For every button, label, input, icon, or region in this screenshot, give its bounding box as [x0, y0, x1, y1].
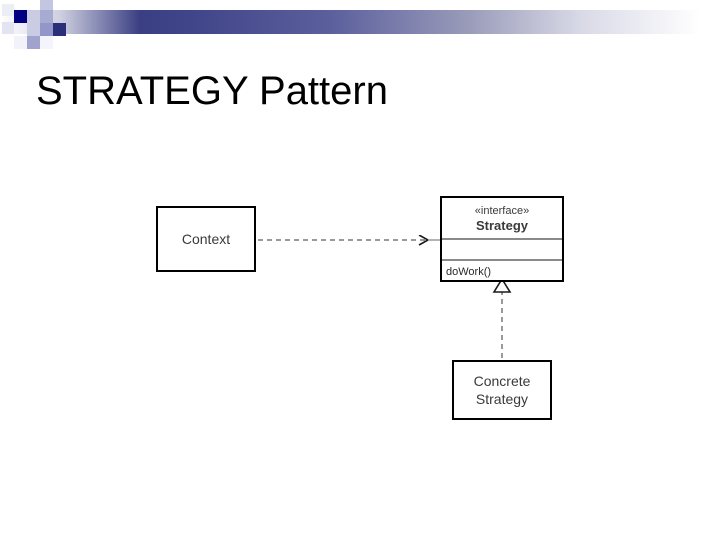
- square-mid-2: [27, 23, 40, 36]
- realization-concrete-to-strategy: [492, 277, 512, 358]
- concrete-strategy-label-line1: Concrete: [473, 373, 531, 389]
- header-gradient-bar: [0, 10, 720, 34]
- strategy-stereotype-label: «interface»: [474, 204, 530, 217]
- strategy-name-label: Strategy: [475, 217, 529, 233]
- concrete-strategy-label: Concrete Strategy: [454, 372, 550, 408]
- realization-hollow-triangle-icon: [492, 277, 512, 293]
- square-navy-1: [14, 10, 27, 23]
- strategy-header-compartment: «interface» Strategy: [442, 198, 562, 240]
- square-mid-3: [40, 23, 53, 36]
- strategy-attributes-compartment: [442, 240, 562, 261]
- square-mid-4: [27, 36, 40, 49]
- uml-node-concrete-strategy[interactable]: Concrete Strategy: [452, 360, 552, 420]
- square-pale-3: [14, 36, 27, 49]
- page-title: STRATEGY Pattern: [36, 69, 388, 113]
- square-navy-2: [53, 23, 66, 36]
- square-mid-1: [40, 10, 53, 23]
- concrete-strategy-label-line2: Strategy: [475, 391, 529, 407]
- square-light-2: [27, 10, 40, 23]
- slide-header-band: [0, 0, 720, 56]
- square-pale-2: [2, 22, 14, 34]
- context-label: Context: [181, 231, 231, 247]
- square-light-1: [40, 0, 53, 13]
- strategy-operations-compartment: doWork(): [442, 261, 562, 282]
- strategy-operation-dowork: doWork(): [446, 265, 492, 278]
- uml-node-context[interactable]: Context: [156, 206, 256, 272]
- square-pale-1: [2, 4, 14, 16]
- square-pale-4: [40, 36, 53, 49]
- uml-node-strategy[interactable]: «interface» Strategy doWork(): [440, 196, 564, 282]
